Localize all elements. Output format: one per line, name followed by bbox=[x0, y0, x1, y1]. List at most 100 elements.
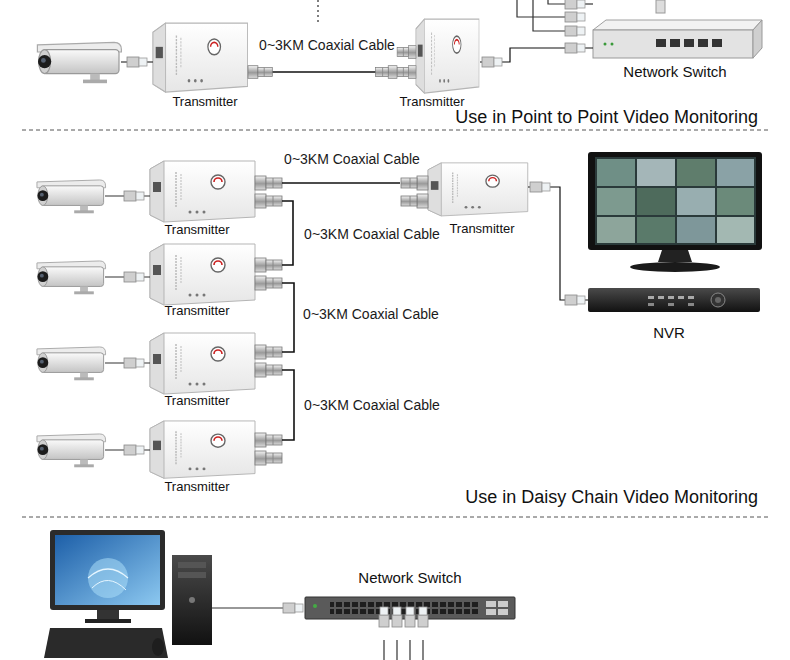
switch-device bbox=[656, 39, 666, 47]
separator-line bbox=[22, 130, 768, 131]
cable-wire bbox=[517, 0, 565, 17]
transmitter-box: Transmitter bbox=[397, 18, 480, 93]
cable-wire bbox=[383, 640, 384, 660]
bnc-connector bbox=[255, 363, 282, 377]
nvr-device bbox=[668, 296, 674, 299]
device-label: NVR bbox=[599, 325, 739, 340]
nvr-device bbox=[668, 303, 674, 306]
cable-wire bbox=[533, 0, 565, 31]
monitor bbox=[717, 188, 754, 215]
device-label: Transmitter bbox=[127, 303, 267, 318]
monitor bbox=[595, 157, 756, 245]
switch-device bbox=[684, 39, 694, 47]
transmitter-box: Transmitter bbox=[150, 243, 282, 303]
cable-plug bbox=[375, 66, 397, 79]
transmitter-box: Transmitter bbox=[150, 160, 282, 222]
computer bbox=[55, 535, 160, 605]
device-label: Transmitter bbox=[135, 94, 275, 109]
nvr-device bbox=[715, 297, 721, 303]
camera bbox=[37, 180, 106, 213]
section-heading: Use in Daisy Chain Video Monitoring bbox=[378, 486, 758, 508]
cable-plug bbox=[565, 0, 585, 9]
device-label: Transmitter bbox=[127, 479, 267, 494]
bnc-connector bbox=[255, 258, 282, 272]
computer bbox=[50, 530, 165, 610]
cable-plug bbox=[124, 272, 144, 282]
transmitter-device bbox=[150, 244, 255, 305]
nvr-device bbox=[648, 303, 654, 306]
bnc-connector bbox=[401, 176, 428, 190]
transmitter-box: Transmitter bbox=[153, 22, 248, 92]
monitor bbox=[637, 188, 675, 215]
transmitter-box: Transmitter bbox=[150, 420, 282, 478]
switch-device bbox=[498, 609, 508, 615]
cable-wire bbox=[585, 3, 593, 4]
monitor bbox=[658, 250, 692, 262]
computer bbox=[88, 558, 128, 598]
switch-device bbox=[712, 39, 722, 47]
cable-plug bbox=[530, 182, 550, 192]
computer bbox=[88, 569, 128, 578]
switch-device bbox=[656, 0, 665, 13]
monitor bbox=[588, 152, 762, 272]
switch-device bbox=[611, 43, 614, 46]
nvr-device bbox=[711, 293, 725, 307]
cable-plug bbox=[482, 57, 502, 67]
cable-plug bbox=[283, 603, 303, 613]
cable-plug bbox=[124, 0, 585, 627]
monitor bbox=[677, 188, 715, 215]
cable-plug bbox=[124, 358, 144, 368]
cable-connector bbox=[528, 187, 588, 300]
camera bbox=[37, 261, 106, 294]
camera bbox=[37, 42, 121, 83]
transmitter-device bbox=[416, 19, 479, 93]
cable-connector bbox=[282, 201, 293, 265]
bnc-connector bbox=[397, 46, 416, 59]
monitor bbox=[677, 217, 715, 243]
computer bbox=[97, 610, 119, 620]
separator-line bbox=[317, 0, 319, 22]
switch-device bbox=[698, 39, 708, 47]
separator-line bbox=[22, 0, 768, 517]
cable-plug bbox=[565, 43, 585, 53]
nvr-device bbox=[588, 288, 760, 312]
cable-plug bbox=[405, 607, 415, 627]
switch-device bbox=[330, 600, 480, 615]
cable-plug bbox=[379, 607, 389, 627]
nvr-device bbox=[648, 296, 654, 299]
monitor bbox=[630, 262, 720, 272]
device-label: Transmitter bbox=[362, 94, 502, 109]
nvr-box: NVR bbox=[588, 288, 760, 313]
cable-label: 0~3KM Coaxial Cable bbox=[287, 226, 457, 242]
cable-wire bbox=[396, 640, 397, 660]
transmitter-device bbox=[150, 161, 255, 222]
transmitter-device bbox=[150, 421, 255, 478]
device-label: Transmitter bbox=[127, 222, 267, 237]
switch-device bbox=[753, 20, 762, 58]
switch-device bbox=[486, 609, 496, 615]
nvr-device bbox=[658, 296, 664, 299]
computer bbox=[85, 619, 131, 623]
computer bbox=[44, 530, 212, 658]
transmitter-device bbox=[428, 163, 528, 216]
cable-connector bbox=[282, 370, 294, 440]
transmitter-device bbox=[153, 23, 248, 92]
cable-label: 0~3KM Coaxial Cable bbox=[267, 151, 437, 167]
connector-group bbox=[248, 48, 593, 440]
monitor bbox=[597, 217, 635, 243]
cable-wire bbox=[105, 0, 593, 660]
computer bbox=[92, 580, 126, 590]
cable-plug bbox=[565, 12, 585, 22]
camera bbox=[37, 434, 106, 467]
nvr-device bbox=[588, 288, 760, 312]
bnc-connector bbox=[255, 194, 282, 208]
network-switch: Network Switch bbox=[593, 20, 763, 60]
computer bbox=[178, 572, 206, 578]
switch-device bbox=[670, 39, 680, 47]
cable-label: 0~3KM Coaxial Cable bbox=[242, 37, 412, 53]
cable-connector bbox=[282, 182, 400, 184]
nvr-device bbox=[688, 296, 694, 299]
cable-connector bbox=[282, 283, 294, 352]
cable-plug bbox=[124, 191, 144, 201]
